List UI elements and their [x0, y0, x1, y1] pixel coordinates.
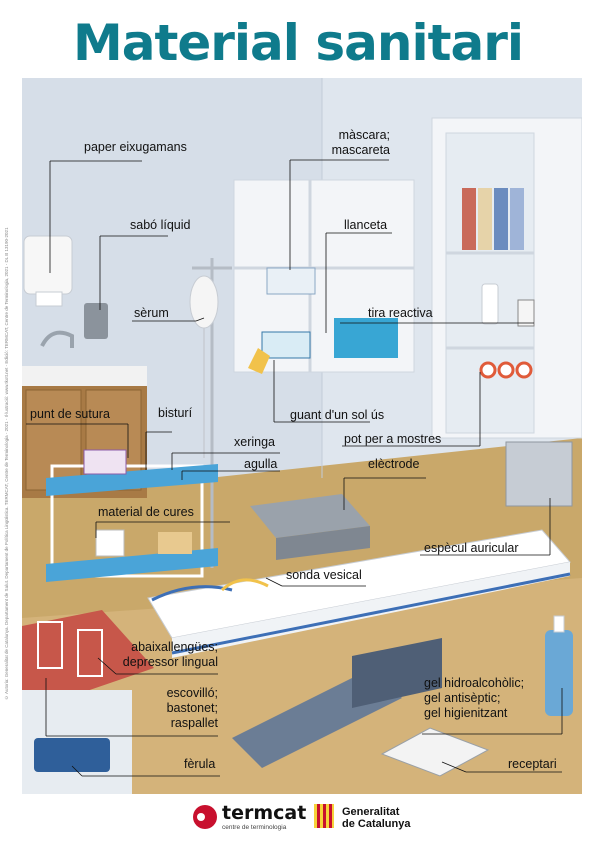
label-swab-line2: bastonet; [166, 701, 218, 715]
generalitat-logo: Generalitat de Catalunya [312, 802, 422, 834]
label-wound-care: material de cures [98, 505, 194, 519]
exam-bed-illustration [147, 529, 571, 768]
label-suture: punt de sutura [30, 407, 110, 421]
glass-cabinet-illustration [431, 117, 582, 439]
label-swab-line3: raspallet [170, 716, 218, 730]
label-electrode: elèctrode [368, 457, 420, 471]
label-hand-gel-line3: gel higienitzant [424, 706, 508, 720]
label-liquid-soap: sabó líquid [130, 218, 191, 232]
label-hand-gel: gel hidroalcohòlic; gel antisèptic; gel … [424, 676, 524, 721]
generalitat-line1: Generalitat [342, 806, 400, 818]
clinic-illustration [22, 78, 582, 794]
paper-towel-dispenser-illustration [23, 235, 73, 307]
label-catheter: sonda vesical [286, 568, 362, 582]
termcat-subtitle: centre de terminologia [222, 824, 287, 831]
label-splint: fèrula [184, 757, 216, 771]
label-tongue-depressor-line1: abaixallengües; [131, 640, 218, 654]
label-mask-line1: màscara; [338, 128, 390, 142]
label-lancet: llanceta [344, 218, 388, 232]
iv-stand-illustration [189, 258, 232, 568]
cups-counter-illustration [22, 610, 154, 794]
medical-cart-illustration [46, 449, 218, 582]
leader-lines [26, 159, 563, 777]
label-scalpel: bisturí [158, 406, 193, 420]
generalitat-line2: de Catalunya [342, 818, 411, 830]
label-tongue-depressor: abaixallengües; depressor lingual [108, 640, 218, 670]
wall-shelf-illustration [233, 179, 415, 374]
hand-gel-bottle-illustration [545, 615, 573, 716]
generalitat-shield-icon [314, 804, 334, 828]
label-serum: sèrum [134, 306, 169, 320]
ecg-device-illustration [250, 494, 370, 560]
termcat-name: termcat [222, 802, 307, 824]
label-mask: màscara; mascareta [300, 128, 390, 158]
label-hand-gel-line1: gel hidroalcohòlic; [424, 676, 525, 690]
label-disposable-glove: guant d'un sol ús [290, 408, 385, 422]
credits-text: © Autoria: Generalitat de Catalunya. Dep… [4, 227, 9, 700]
label-sample-pot: pot per a mostres [344, 432, 442, 446]
label-tongue-depressor-line2: depressor lingual [122, 655, 218, 669]
label-hand-gel-line2: gel antisèptic; [424, 691, 501, 705]
label-swab-line1: escovilló; [166, 686, 218, 700]
generalitat-name: Generalitat de Catalunya [342, 806, 410, 830]
label-test-strip: tira reactiva [368, 306, 433, 320]
page-title: Material sanitari [72, 14, 524, 72]
label-prescription-pad: receptari [508, 757, 557, 771]
prescription-pad-illustration [380, 727, 490, 777]
otoscope-unit-illustration [505, 441, 573, 507]
label-swab: escovilló; bastonet; raspallet [138, 686, 218, 731]
label-paper-towel: paper eixugamans [84, 140, 187, 154]
label-syringe: xeringa [234, 435, 275, 449]
soap-dispenser-illustration [84, 303, 108, 339]
termcat-mark-icon [193, 805, 217, 829]
termcat-logo: termcat centre de terminologia [192, 802, 306, 834]
label-needle: agulla [244, 457, 278, 471]
label-ear-speculum: espècul auricular [424, 541, 519, 555]
label-mask-line2: mascareta [331, 143, 390, 157]
catheter-illustration [220, 578, 269, 592]
